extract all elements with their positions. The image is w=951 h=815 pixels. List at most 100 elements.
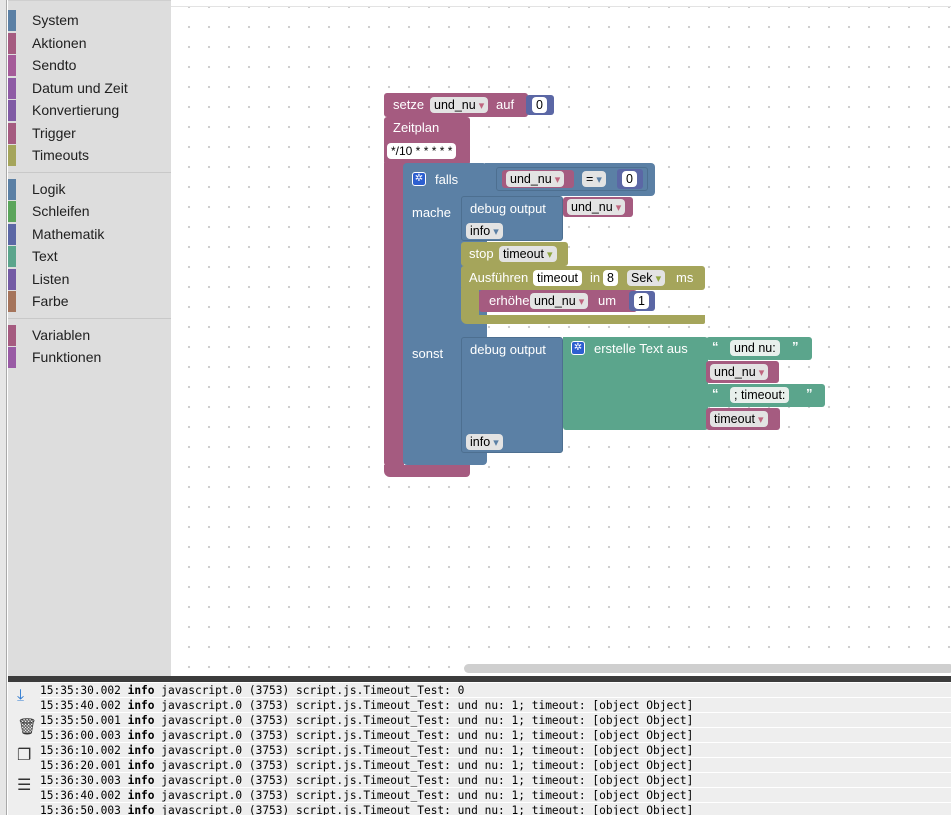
log-message: javascript.0 (3753) script.js.Timeout_Te… — [161, 744, 694, 757]
number-field[interactable]: 0 — [532, 97, 547, 113]
category-color-swatch — [8, 100, 16, 121]
toolbox-category-schleifen[interactable]: Schleifen — [8, 200, 171, 223]
debug-variable-dropdown[interactable]: und_nu — [567, 199, 626, 215]
else-label: sonst — [412, 346, 444, 361]
run-after-block[interactable]: Ausführen timeout in 8 Sek ms — [461, 266, 705, 290]
trash-icon[interactable]: 🗑 — [17, 719, 38, 736]
toolbox-category-system[interactable]: System — [8, 9, 171, 32]
run-delay-field[interactable]: 8 — [603, 270, 618, 286]
text-field-1[interactable]: und nu: — [730, 340, 780, 356]
increment-by-label: um — [598, 293, 617, 308]
log-message: javascript.0 (3753) script.js.Timeout_Te… — [161, 789, 694, 802]
toolbox-category-label: Trigger — [32, 124, 76, 141]
text-block[interactable]: “ ; timeout: ” — [706, 384, 825, 407]
variable-block[interactable]: und_nu — [563, 197, 633, 217]
compare-operator-dropdown[interactable]: = — [582, 171, 606, 187]
toolbox-category-label: Mathematik — [32, 225, 105, 242]
toolbox-category-label: Timeouts — [32, 147, 90, 163]
log-message: javascript.0 (3753) script.js.Timeout_Te… — [161, 684, 465, 697]
toolbox-category-label: Aktionen — [32, 34, 87, 51]
create-text-block[interactable]: ✲ erstelle Text aus — [563, 337, 708, 430]
log-toolbar: ⤓ 🗑 ❐ ☰ — [8, 682, 40, 815]
variable-block[interactable]: und_nu — [502, 170, 574, 188]
log-level: info — [127, 789, 155, 802]
gear-icon[interactable]: ✲ — [571, 341, 585, 355]
log-message: javascript.0 (3753) script.js.Timeout_Te… — [161, 729, 694, 742]
toolbox-category-variablen[interactable]: Variablen — [8, 324, 171, 347]
debug-level-dropdown[interactable]: info — [466, 223, 503, 239]
variable-block[interactable]: timeout — [706, 408, 780, 430]
stop-label: stop — [469, 246, 494, 261]
log-level: info — [127, 714, 155, 727]
category-color-swatch — [8, 347, 16, 368]
compare-value-field[interactable]: 0 — [622, 171, 637, 187]
log-time: 15:35:50.001 — [40, 714, 121, 727]
category-color-swatch — [8, 145, 16, 166]
join-variable-2-dropdown[interactable]: timeout — [710, 411, 768, 427]
log-time: 15:36:20.001 — [40, 759, 121, 772]
increment-label: erhöhe — [489, 293, 530, 308]
category-color-swatch — [8, 122, 16, 144]
blockly-workspace[interactable]: setze und_nu auf 0 Zeitplan */10 * * * *… — [171, 6, 951, 676]
toolbox-category-datum-und-zeit[interactable]: Datum und Zeit — [8, 77, 171, 100]
variable-block[interactable]: und_nu — [706, 361, 779, 383]
log-message: javascript.0 (3753) script.js.Timeout_Te… — [161, 714, 694, 727]
log-format-icon[interactable]: ☰ — [17, 777, 32, 794]
increment-value-field[interactable]: 1 — [634, 293, 649, 309]
toolbox-category-logik[interactable]: Logik — [8, 178, 171, 201]
log-time: 15:36:30.003 — [40, 774, 121, 787]
run-unit-dropdown[interactable]: Sek — [627, 270, 666, 286]
set-variable-dropdown[interactable]: und_nu — [430, 97, 489, 113]
set-variable-block[interactable]: setze und_nu auf 0 — [384, 93, 554, 117]
toolbox-category-konvertierung[interactable]: Konvertierung — [8, 99, 171, 122]
number-block[interactable]: 0 — [526, 95, 554, 115]
log-level: info — [127, 804, 155, 815]
toolbox-category-label: Schleifen — [32, 203, 90, 219]
log-row: 15:36:10.002 info javascript.0 (3753) sc… — [40, 743, 951, 758]
toolbox-category-funktionen[interactable]: Funktionen — [8, 346, 171, 369]
number-block[interactable]: 1 — [629, 291, 655, 311]
gear-icon[interactable]: ✲ — [412, 172, 426, 186]
toolbox-category-timeouts[interactable]: Timeouts — [8, 144, 171, 167]
schedule-block[interactable]: Zeitplan */10 * * * * * — [384, 117, 470, 165]
category-color-swatch — [8, 268, 16, 290]
close-quote-icon: ” — [792, 339, 799, 354]
toolbox-category-sendto[interactable]: Sendto — [8, 54, 171, 77]
debug-output-block[interactable]: debug output info — [461, 196, 563, 241]
toolbox-category-listen[interactable]: Listen — [8, 268, 171, 291]
run-timeout-name-field[interactable]: timeout — [533, 270, 582, 286]
number-block[interactable]: 0 — [617, 169, 643, 189]
log-message: javascript.0 (3753) script.js.Timeout_Te… — [161, 774, 694, 787]
log-message: javascript.0 (3753) script.js.Timeout_Te… — [161, 699, 694, 712]
increment-block[interactable]: erhöhe und_nu um 1 — [479, 290, 655, 312]
compare-variable-dropdown[interactable]: und_nu — [506, 171, 565, 187]
cron-field[interactable]: */10 * * * * * — [387, 143, 457, 159]
stop-timeout-dropdown[interactable]: timeout — [499, 246, 557, 262]
debug-output-block-2[interactable]: debug output info — [461, 337, 563, 453]
text-field-2[interactable]: ; timeout: — [730, 387, 790, 403]
toolbox-category-mathematik[interactable]: Mathematik — [8, 223, 171, 246]
join-variable-1-dropdown[interactable]: und_nu — [710, 364, 769, 380]
toolbox-category-farbe[interactable]: Farbe — [8, 290, 171, 313]
workspace-horizontal-scrollbar[interactable] — [464, 664, 951, 673]
log-output: 15:35:30.002 info javascript.0 (3753) sc… — [40, 683, 951, 815]
schedule-label: Zeitplan — [393, 120, 440, 135]
category-color-swatch — [8, 178, 16, 200]
copy-icon[interactable]: ❐ — [17, 747, 32, 764]
debug2-level-dropdown[interactable]: info — [466, 434, 503, 450]
set-label: setze — [393, 97, 425, 112]
toolbox-category-label: Variablen — [32, 326, 91, 343]
toolbox-category-text[interactable]: Text — [8, 245, 171, 268]
log-level: info — [127, 699, 155, 712]
toolbox-category-aktionen[interactable]: Aktionen — [8, 32, 171, 55]
stop-timeout-block[interactable]: stop timeout — [461, 242, 568, 266]
text-block[interactable]: “ und nu: ” — [706, 337, 812, 360]
category-color-swatch — [8, 246, 16, 267]
toolbox-category-trigger[interactable]: Trigger — [8, 122, 171, 145]
toolbox-category-label: Listen — [32, 270, 70, 287]
log-panel-divider[interactable] — [8, 676, 951, 682]
category-color-swatch — [8, 223, 16, 245]
increment-variable-dropdown[interactable]: und_nu — [530, 293, 589, 309]
compare-block[interactable]: und_nu = 0 — [496, 167, 648, 191]
scroll-down-icon[interactable]: ⤓ — [17, 687, 25, 704]
